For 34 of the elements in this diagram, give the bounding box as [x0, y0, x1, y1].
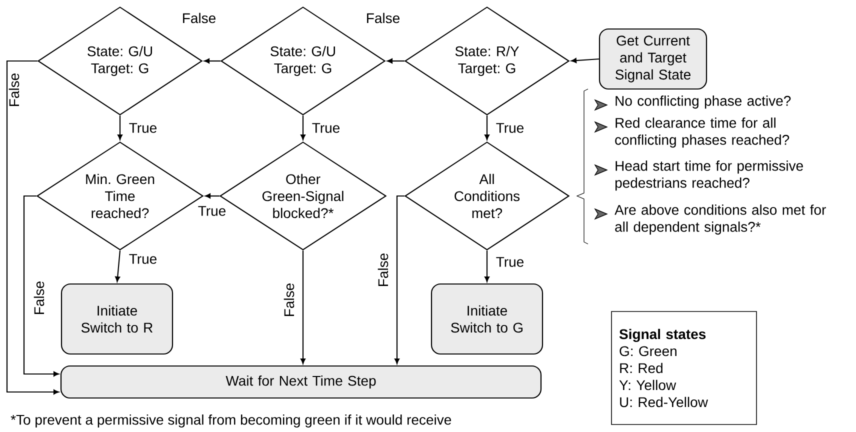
list-item: Head start time for permissive pedestrians reached?: [615, 160, 803, 191]
edge-label: True: [129, 254, 157, 264]
list-item: Are above conditions also met for all dependent signals?*: [614, 204, 826, 235]
arrow: [300, 116, 306, 140]
edge-label: False: [34, 282, 44, 314]
footnote: *To prevent a permissive signal from becoming green if it would receive: [10, 414, 452, 428]
legend-box: Signal states G: Green R: Red Y: Yellow U: Red-Yellow: [611, 311, 757, 425]
arrow: [484, 116, 490, 140]
arrow: [571, 58, 599, 64]
arrow: [394, 195, 404, 364]
process-box: Get Current and Target Signal State: [598, 28, 708, 90]
arrow: [204, 58, 220, 64]
edge-label: False: [183, 12, 216, 24]
edge-label: True: [312, 123, 340, 133]
edge-label: True: [129, 123, 157, 133]
arrow: [205, 193, 220, 199]
arrow: [117, 116, 123, 140]
edge-label: True: [496, 257, 524, 267]
edge-label: True: [198, 206, 226, 216]
edge-label: True: [496, 123, 524, 133]
arrow: [6, 60, 59, 395]
process-box: Initiate Switch to R: [60, 283, 174, 355]
arrow: [387, 58, 404, 64]
edge-label: False: [367, 12, 400, 24]
process-box: Initiate Switch to G: [430, 283, 544, 355]
arrow: [23, 195, 59, 377]
edge-label: False: [378, 254, 388, 286]
edge-label: False: [8, 74, 20, 106]
arrow: [300, 250, 306, 364]
arrow: [484, 250, 490, 282]
process-box: Wait for Next Time Step: [60, 365, 542, 399]
arrow: [115, 250, 121, 282]
list-item: Red clearance time for all conflicting phases reached?: [615, 118, 790, 148]
edge-label: False: [284, 284, 294, 316]
